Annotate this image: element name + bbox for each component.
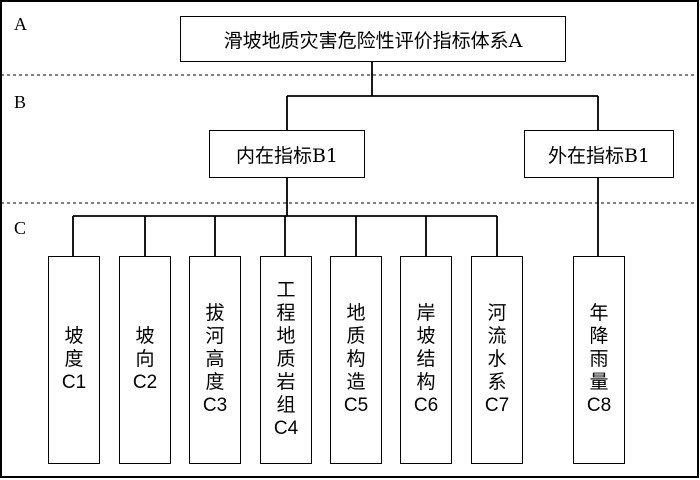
c-node-char: 拔 xyxy=(205,302,225,324)
c-node-chars: 地质构造 xyxy=(344,302,368,394)
c-node-char: 构 xyxy=(416,371,436,393)
c-node-text: 年降雨量 C8 xyxy=(587,302,611,418)
c-node-text: 坡度 C1 xyxy=(62,325,86,395)
c-node-text: 工程地质岩组 C4 xyxy=(274,279,298,441)
c-node-code: C8 xyxy=(586,395,612,416)
c-node-code: C5 xyxy=(343,395,369,416)
b-node-internal-label: 内在指标B1 xyxy=(235,144,339,167)
c-node-code: C2 xyxy=(132,372,158,393)
c-node-char: 降 xyxy=(589,325,609,347)
c-node: 岸坡结构 C6 xyxy=(400,256,452,464)
root-node-label: 滑坡地质灾害危险性评价指标体系A xyxy=(223,29,523,52)
c-node: 工程地质岩组 C4 xyxy=(260,256,312,464)
c-node-char: 组 xyxy=(276,394,296,416)
c-node-text: 拔河高度 C3 xyxy=(203,302,227,418)
c-node-char: 河 xyxy=(487,302,507,324)
c-node-char: 造 xyxy=(346,371,366,393)
c-node-char: 坡 xyxy=(64,325,84,347)
c-node-code: C4 xyxy=(273,418,299,439)
c-node: 年降雨量 C8 xyxy=(573,256,625,464)
c-node-char: 河 xyxy=(205,325,225,347)
c-node-text: 地质构造 C5 xyxy=(344,302,368,418)
c-node-char: 流 xyxy=(487,325,507,347)
level-label-a: A xyxy=(14,14,27,34)
c-node-char: 地 xyxy=(276,325,296,347)
c-node-chars: 岸坡结构 xyxy=(414,302,438,394)
b-node-internal: 内在指标B1 xyxy=(209,130,365,178)
c-node-code: C6 xyxy=(413,395,439,416)
c-node-char: 度 xyxy=(64,348,84,370)
c-node: 河流水系 C7 xyxy=(471,256,523,464)
c-node: 地质构造 C5 xyxy=(330,256,382,464)
c-node-code: C3 xyxy=(202,395,228,416)
c-node-char: 质 xyxy=(346,325,366,347)
c-node-char: 坡 xyxy=(416,325,436,347)
c-node-text: 河流水系 C7 xyxy=(485,302,509,418)
c-node-char: 坡 xyxy=(135,325,155,347)
c-node-code: C1 xyxy=(61,372,87,393)
c-node-chars: 年降雨量 xyxy=(587,302,611,394)
c-node-char: 质 xyxy=(276,348,296,370)
c-node-chars: 拔河高度 xyxy=(203,302,227,394)
c-node-char: 向 xyxy=(135,348,155,370)
c-node-char: 程 xyxy=(276,302,296,324)
c-node-chars: 坡度 xyxy=(62,325,86,371)
c-node-char: 度 xyxy=(205,371,225,393)
c-node: 拔河高度 C3 xyxy=(189,256,241,464)
c-node-char: 系 xyxy=(487,371,507,393)
c-node-char: 地 xyxy=(346,302,366,324)
b-node-external: 外在指标B1 xyxy=(524,130,674,178)
c-node-chars: 河流水系 xyxy=(485,302,509,394)
connector-root-b xyxy=(286,61,599,131)
c-node: 坡向 C2 xyxy=(119,256,171,464)
c-node-char: 岩 xyxy=(276,371,296,393)
c-node-text: 岸坡结构 C6 xyxy=(414,302,438,418)
c-node-text: 坡向 C2 xyxy=(133,325,157,395)
c-node-char: 高 xyxy=(205,348,225,370)
level-label-b: B xyxy=(14,92,27,112)
connector-b1-c xyxy=(72,178,498,256)
c-node-char: 工 xyxy=(276,279,296,301)
c-node-char: 雨 xyxy=(589,348,609,370)
c-node-char: 构 xyxy=(346,348,366,370)
root-node: 滑坡地质灾害危险性评价指标体系A xyxy=(180,16,566,62)
b-node-external-label: 外在指标B1 xyxy=(547,144,651,167)
c-node-char: 量 xyxy=(589,371,609,393)
c-node-chars: 坡向 xyxy=(133,325,157,371)
c-node-char: 结 xyxy=(416,348,436,370)
c-node-char: 岸 xyxy=(416,302,436,324)
level-label-c: C xyxy=(14,218,27,238)
c-node-code: C7 xyxy=(484,395,510,416)
c-node-char: 水 xyxy=(487,348,507,370)
c-node-char: 年 xyxy=(589,302,609,324)
c-node: 坡度 C1 xyxy=(48,256,100,464)
c-node-chars: 工程地质岩组 xyxy=(274,279,298,417)
